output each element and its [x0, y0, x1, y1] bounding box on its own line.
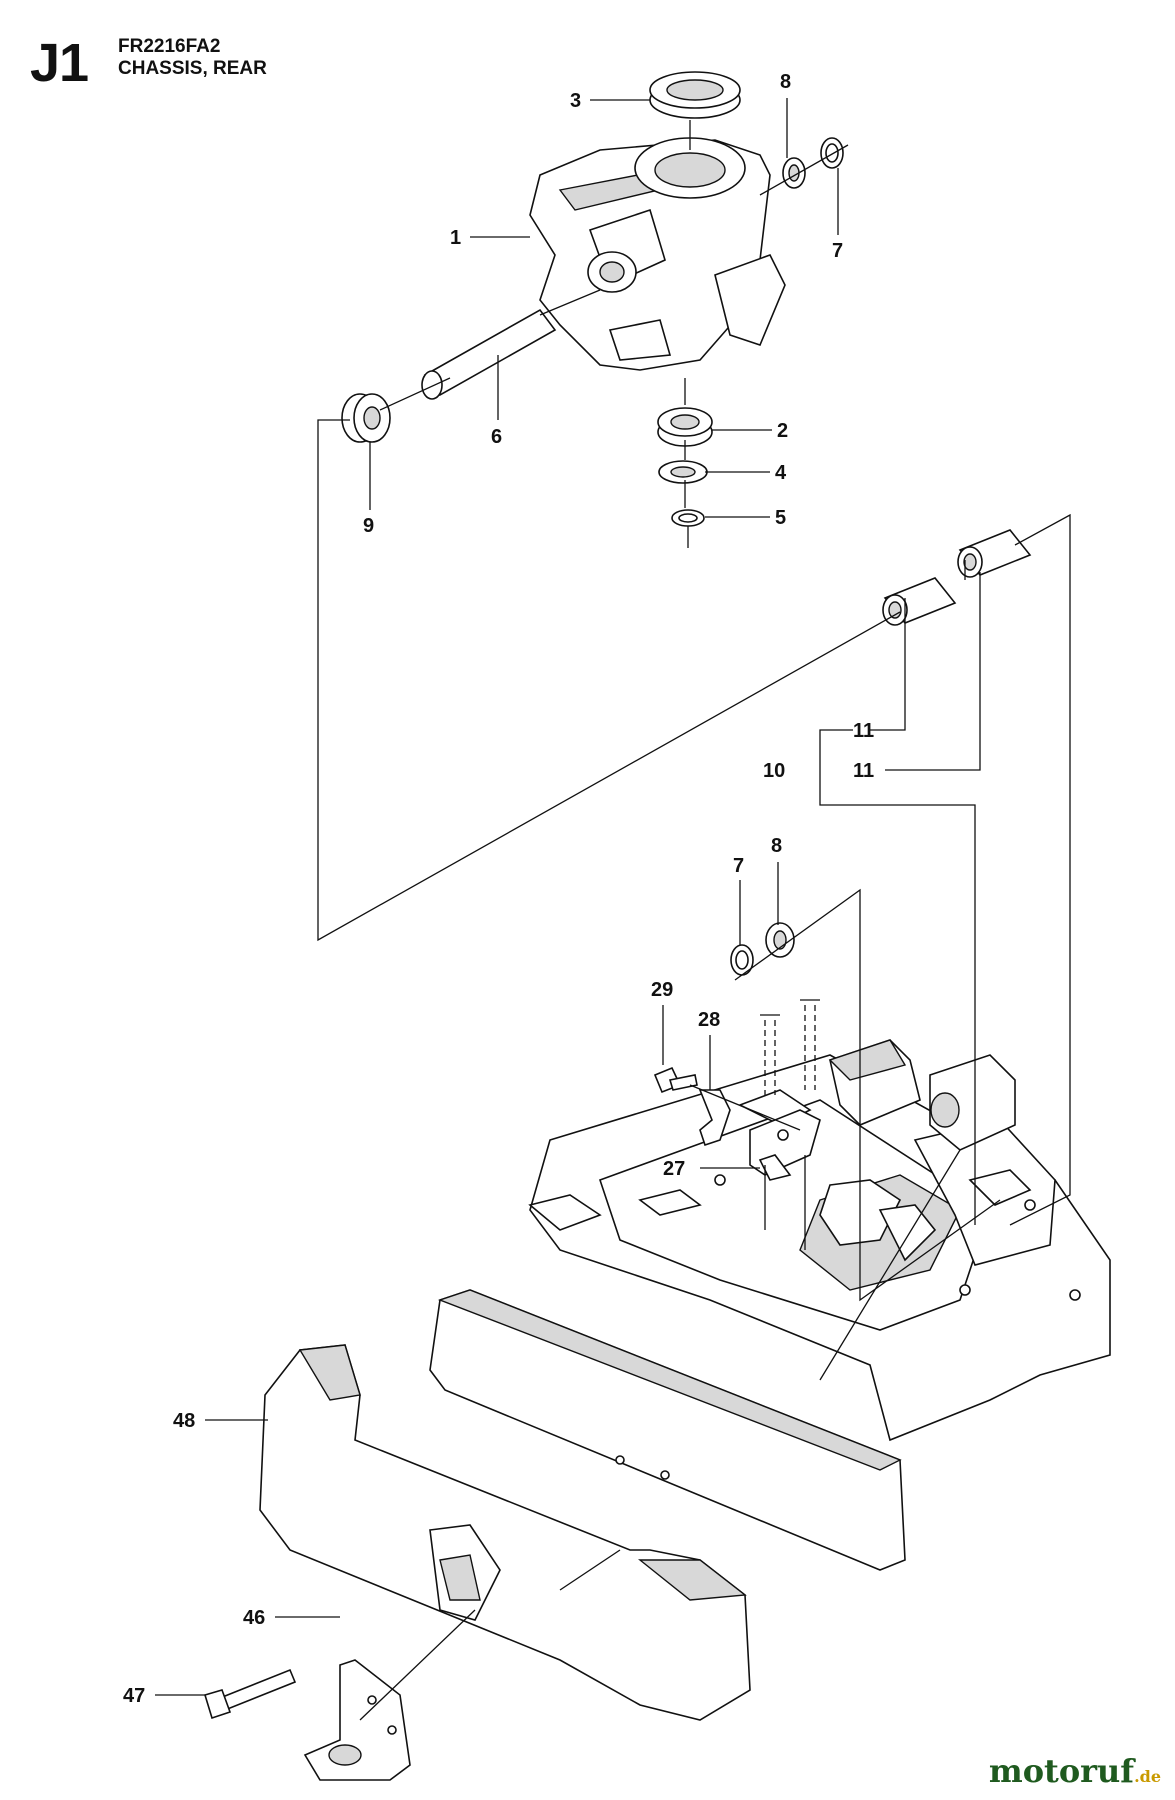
callout-2: 2 [777, 420, 788, 442]
callout-8-top: 8 [780, 71, 791, 93]
bumper-bar [429, 1289, 906, 1571]
bearing [657, 407, 713, 447]
callout-1: 1 [450, 227, 461, 249]
washer-mid [765, 922, 795, 958]
callout-4: 4 [775, 462, 787, 484]
callout-48: 48 [173, 1410, 195, 1432]
circlip [658, 460, 708, 484]
sensor-bracket [749, 1109, 821, 1181]
callout-7-mid: 7 [733, 855, 744, 877]
diagram-title: CHASSIS, REAR [118, 58, 267, 79]
callout-7-top: 7 [832, 240, 843, 262]
counterweight [259, 1344, 751, 1721]
callout-11-lower: 11 [853, 760, 874, 782]
pivot-pin [421, 308, 557, 400]
assembly-lines [317, 120, 1071, 1721]
bushing [341, 393, 391, 443]
callout-9: 9 [363, 515, 374, 537]
callout-29: 29 [651, 979, 673, 1001]
cable-clip [698, 1089, 731, 1147]
callout-10: 10 [763, 760, 785, 782]
retaining-ring-mid [730, 944, 754, 976]
callout-47: 47 [123, 1685, 145, 1707]
retaining-ring-top [820, 137, 844, 169]
hitch-bolt [203, 1668, 297, 1720]
model-number: FR2216FA2 [118, 36, 221, 57]
callout-28: 28 [698, 1009, 720, 1031]
diagram-code: J1 [30, 33, 89, 93]
washer-top [782, 157, 806, 189]
callout-3: 3 [570, 90, 581, 112]
callout-5: 5 [775, 507, 786, 529]
watermark: motoruf.de [989, 1752, 1161, 1790]
callout-27: 27 [663, 1158, 685, 1180]
callout-6: 6 [491, 426, 502, 448]
callout-leaders [155, 98, 981, 1696]
screw-placeholders [760, 999, 820, 1095]
sleeve-2 [957, 529, 1032, 578]
hitch-bracket [303, 1659, 411, 1781]
callout-8-mid: 8 [771, 835, 782, 857]
callout-labels: 3 8 7 1 6 9 2 4 5 11 10 11 7 8 29 28 27 … [123, 71, 874, 1707]
seal [649, 71, 741, 119]
axle-housing [529, 137, 786, 371]
callout-11-upper: 11 [853, 720, 874, 742]
sleeve-1 [882, 577, 957, 626]
callout-46: 46 [243, 1607, 265, 1629]
watermark-suffix: .de [1134, 1767, 1161, 1786]
watermark-brand: motoruf [988, 1752, 1135, 1790]
washer [671, 509, 705, 527]
screw [653, 1066, 698, 1094]
